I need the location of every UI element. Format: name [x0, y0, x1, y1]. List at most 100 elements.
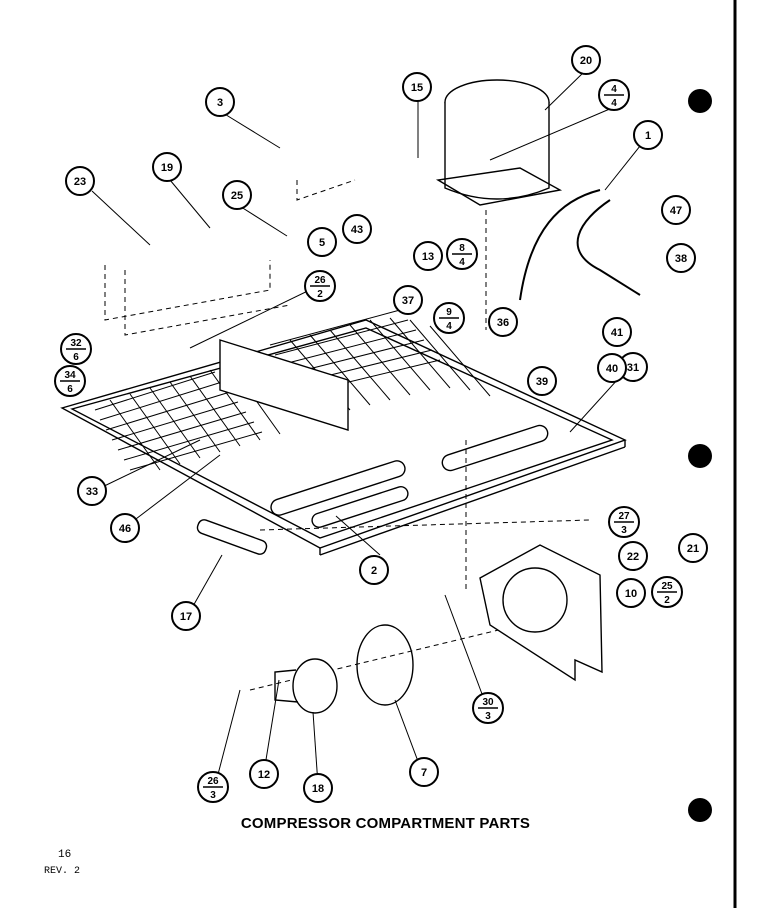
callout-1: 1	[633, 120, 663, 150]
callout-label: 46	[119, 523, 131, 535]
callout-circle	[409, 757, 439, 787]
callout-label: 20	[580, 55, 592, 67]
callout-label: 23	[74, 176, 86, 188]
callout-41: 41	[602, 317, 632, 347]
callout-label: 22	[627, 551, 639, 563]
fraction-top: 34	[64, 370, 76, 381]
fraction-top: 9	[446, 307, 452, 318]
callout-25: 25	[222, 180, 252, 210]
binder-hole	[688, 798, 712, 822]
callout-layer: 1235710121315171819202122232531333637383…	[54, 45, 708, 803]
fraction-bottom: 4	[459, 257, 465, 268]
callout-label: 2	[371, 565, 377, 577]
callout-circle	[413, 241, 443, 271]
callout-label: 17	[180, 611, 192, 623]
callout-label: 31	[627, 362, 639, 374]
callout-17: 17	[171, 601, 201, 631]
callout-label: 5	[319, 237, 325, 249]
fraction-bottom: 2	[664, 595, 670, 606]
fraction-bottom: 6	[73, 352, 79, 363]
callout-circle	[633, 120, 663, 150]
callout-label: 40	[606, 363, 618, 375]
callout-circle	[205, 87, 235, 117]
callout-circle	[393, 285, 423, 315]
fraction-callout-30-3: 303	[472, 692, 504, 724]
fraction-top: 25	[661, 581, 673, 592]
callout-circle	[65, 166, 95, 196]
fraction-callout-9-4: 94	[433, 302, 465, 334]
fraction-callout-32-6: 326	[60, 333, 92, 365]
callout-22: 22	[618, 541, 648, 571]
callout-33: 33	[77, 476, 107, 506]
callout-circle	[249, 759, 279, 789]
callout-circle	[77, 476, 107, 506]
callout-label: 15	[411, 82, 423, 94]
callout-12: 12	[249, 759, 279, 789]
callout-43: 43	[342, 214, 372, 244]
callout-circle	[597, 353, 627, 383]
callout-13: 13	[413, 241, 443, 271]
fraction-top: 8	[459, 243, 465, 254]
binder-hole	[688, 89, 712, 113]
callout-label: 43	[351, 224, 363, 236]
callout-circle	[602, 317, 632, 347]
callout-19: 19	[152, 152, 182, 182]
callout-7: 7	[409, 757, 439, 787]
callout-20: 20	[571, 45, 601, 75]
callout-circle	[303, 773, 333, 803]
callout-15: 15	[402, 72, 432, 102]
fraction-callout-26-2: 262	[304, 270, 336, 302]
callout-23: 23	[65, 166, 95, 196]
callout-circle	[678, 533, 708, 563]
callout-label: 25	[231, 190, 243, 202]
callout-10: 10	[616, 578, 646, 608]
callout-circle	[571, 45, 601, 75]
callout-label: 21	[687, 543, 699, 555]
callout-39: 39	[527, 366, 557, 396]
callout-5: 5	[307, 227, 337, 257]
callout-47: 47	[661, 195, 691, 225]
fraction-top: 26	[314, 275, 326, 286]
fraction-bottom: 4	[446, 321, 452, 332]
callout-circle	[618, 541, 648, 571]
callout-circle	[616, 578, 646, 608]
binder-hole	[688, 444, 712, 468]
callout-37: 37	[393, 285, 423, 315]
callout-circle	[661, 195, 691, 225]
fraction-bottom: 4	[611, 98, 617, 109]
fraction-callout-4-4: 44	[598, 79, 630, 111]
callout-38: 38	[666, 243, 696, 273]
callout-label: 7	[421, 767, 427, 779]
callout-label: 18	[312, 783, 324, 795]
callout-circle	[488, 307, 518, 337]
fraction-callout-27-3: 273	[608, 506, 640, 538]
callout-circle	[222, 180, 252, 210]
callout-circle	[307, 227, 337, 257]
fraction-bottom: 3	[621, 525, 627, 536]
callout-circle	[402, 72, 432, 102]
callout-21: 21	[678, 533, 708, 563]
fraction-top: 4	[611, 84, 617, 95]
callout-label: 36	[497, 317, 509, 329]
fraction-callout-34-6: 346	[54, 365, 86, 397]
fraction-top: 26	[207, 776, 219, 787]
callout-circle	[171, 601, 201, 631]
fraction-bottom: 3	[210, 790, 216, 801]
base-pan-assembly	[60, 69, 649, 786]
callout-18: 18	[303, 773, 333, 803]
callout-label: 13	[422, 251, 434, 263]
callout-3: 3	[205, 87, 235, 117]
revision-label: REV. 2	[44, 866, 81, 877]
callout-label: 3	[217, 97, 223, 109]
diagram-caption: COMPRESSOR COMPARTMENT PARTS	[240, 815, 531, 832]
callout-label: 38	[675, 253, 687, 265]
callout-circle	[359, 555, 389, 585]
fraction-callout-26-3: 263	[197, 771, 229, 803]
callout-circle	[342, 214, 372, 244]
callout-label: 33	[86, 486, 98, 498]
fraction-top: 27	[618, 511, 630, 522]
fraction-callout-25-2: 252	[651, 576, 683, 608]
callout-circle	[110, 513, 140, 543]
callout-40: 40	[597, 353, 627, 383]
